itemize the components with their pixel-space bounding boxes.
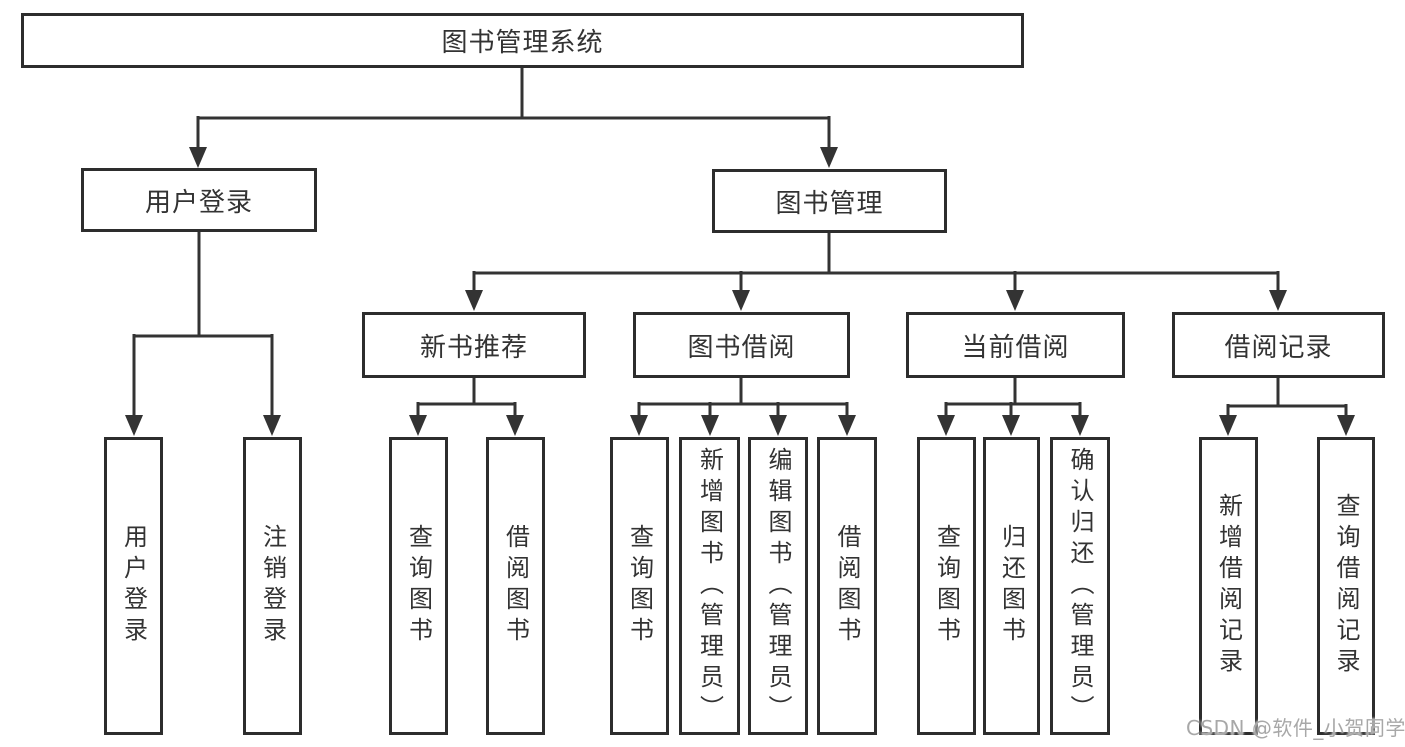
leaf-return-book: 归还图书 bbox=[983, 437, 1040, 735]
node-borrow-records: 借阅记录 bbox=[1172, 312, 1385, 378]
node-current-borrow: 当前借阅 bbox=[906, 312, 1125, 378]
node-book-borrow: 图书借阅 bbox=[633, 312, 850, 378]
leaf-query-book-current: 查询图书 bbox=[917, 437, 976, 735]
leaf-add-borrow-record: 新增借阅记录 bbox=[1199, 437, 1258, 735]
leaf-user-login: 用户登录 bbox=[104, 437, 163, 735]
leaf-logout: 注销登录 bbox=[243, 437, 302, 735]
leaf-query-book-recommend: 查询图书 bbox=[389, 437, 448, 735]
node-book-management: 图书管理 bbox=[712, 169, 947, 233]
leaf-add-book-admin: 新增图书（管理员） bbox=[679, 437, 740, 735]
leaf-confirm-return-admin: 确认归还（管理员） bbox=[1050, 437, 1110, 735]
leaf-borrow-book-recommend: 借阅图书 bbox=[486, 437, 545, 735]
leaf-query-book-borrow: 查询图书 bbox=[610, 437, 669, 735]
csdn-watermark: CSDN @软件_小贺同学 bbox=[1186, 716, 1405, 740]
node-user-login: 用户登录 bbox=[81, 168, 317, 232]
leaf-borrow-book: 借阅图书 bbox=[817, 437, 877, 735]
leaf-query-borrow-record: 查询借阅记录 bbox=[1317, 437, 1375, 735]
node-library-management-system: 图书管理系统 bbox=[21, 13, 1024, 68]
leaf-edit-book-admin: 编辑图书（管理员） bbox=[748, 437, 808, 735]
node-new-book-recommend: 新书推荐 bbox=[362, 312, 586, 378]
